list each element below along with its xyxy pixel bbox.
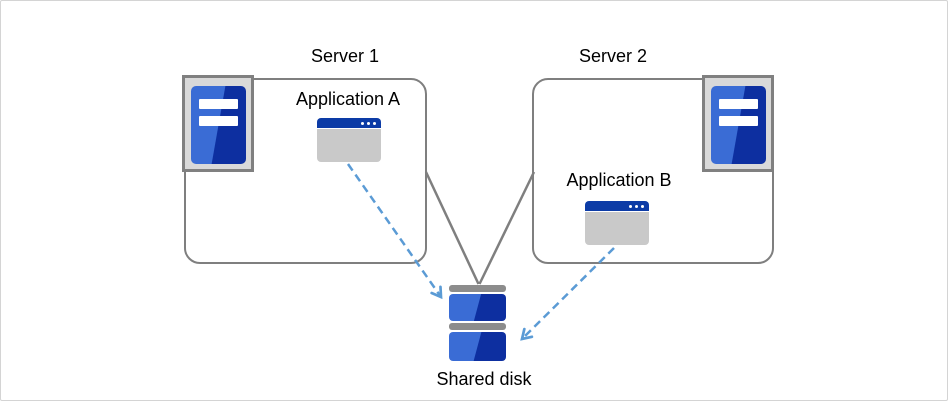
server2-title: Server 2 bbox=[578, 46, 648, 66]
drive-bay-bar bbox=[199, 116, 238, 126]
shared-disk-label: Shared disk bbox=[436, 369, 532, 389]
application-b-label: Application B bbox=[566, 170, 672, 190]
drive-bay-bar bbox=[719, 99, 758, 109]
disk-platter bbox=[449, 294, 506, 321]
server1-title: Server 1 bbox=[310, 46, 380, 66]
window-body bbox=[585, 212, 649, 245]
application-a-label: Application A bbox=[295, 89, 401, 109]
server1-panel bbox=[182, 75, 254, 172]
drive-bay-bar bbox=[199, 99, 238, 109]
window-titlebar bbox=[317, 118, 381, 128]
application-window-icon bbox=[585, 201, 649, 245]
application-window-icon bbox=[317, 118, 381, 162]
disk-platter bbox=[449, 332, 506, 361]
server-tower-icon bbox=[711, 86, 766, 164]
drive-bay-bar bbox=[719, 116, 758, 126]
window-dots bbox=[629, 204, 644, 208]
window-titlebar bbox=[585, 201, 649, 211]
disk-cap bbox=[449, 285, 506, 292]
window-body bbox=[317, 129, 381, 162]
disk-stack-icon bbox=[449, 285, 506, 361]
window-dots bbox=[361, 121, 376, 125]
disk-cap bbox=[449, 323, 506, 330]
server-tower-icon bbox=[191, 86, 246, 164]
server2-panel bbox=[702, 75, 774, 172]
